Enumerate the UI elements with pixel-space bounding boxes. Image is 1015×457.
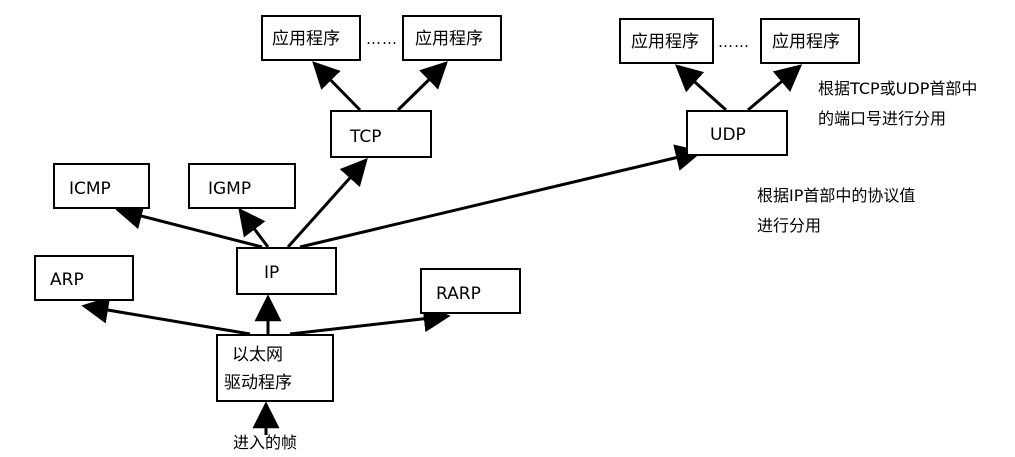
edge-udp-to-app4 (747, 64, 803, 112)
node-ethernet-driver-line1: 以太网 (232, 345, 283, 365)
edge-tcp-to-app2 (396, 61, 448, 112)
node-igmp: IGMP (188, 163, 296, 209)
ellipsis-left: …… (366, 30, 398, 48)
incoming-frame-label: 进入的帧 (233, 433, 298, 452)
node-arp-label: ARP (50, 270, 84, 290)
edge-ip-to-icmp (115, 202, 263, 249)
node-ip: IP (236, 247, 337, 295)
port-demux-note-line2: 的端口号进行分用 (818, 109, 947, 128)
edge-driver-to-arp (81, 296, 251, 336)
node-arp: ARP (34, 255, 134, 301)
node-app-3: 应用程序 (619, 18, 714, 64)
node-ethernet-driver-line2: 驱动程序 (224, 373, 292, 393)
node-udp-label: UDP (710, 125, 746, 145)
node-app-1: 应用程序 (261, 15, 361, 61)
node-tcp-label: TCP (350, 127, 382, 147)
node-udp: UDP (686, 110, 788, 156)
node-ip-label: IP (264, 263, 280, 283)
protocol-demux-note-line1: 根据IP首部中的协议值 (757, 186, 916, 205)
node-igmp-label: IGMP (208, 179, 252, 199)
node-app-1-label: 应用程序 (272, 29, 340, 49)
node-ethernet-driver: 以太网 驱动程序 (216, 334, 334, 402)
node-tcp: TCP (330, 110, 432, 158)
edge-driver-to-rarp (289, 305, 451, 336)
node-app-4-label: 应用程序 (772, 32, 840, 52)
node-app-2: 应用程序 (402, 15, 502, 61)
protocol-demux-note-line2: 进行分用 (757, 216, 822, 235)
edge-ip-to-igmp (238, 207, 270, 248)
edge-tcp-to-app1 (312, 61, 362, 112)
ellipsis-right: …… (718, 33, 750, 51)
edge-ip-to-tcp (286, 157, 368, 249)
node-icmp: ICMP (53, 163, 150, 209)
node-rarp: RARP (420, 268, 521, 314)
node-app-2-label: 应用程序 (415, 29, 483, 49)
node-icmp-label: ICMP (69, 179, 111, 199)
node-app-4: 应用程序 (760, 18, 860, 64)
port-demux-note-line1: 根据TCP或UDP首部中 (818, 79, 978, 98)
edge-udp-to-app3 (674, 64, 728, 112)
node-rarp-label: RARP (436, 284, 481, 304)
node-app-3-label: 应用程序 (631, 32, 699, 52)
edge-ip-to-udp (299, 144, 703, 249)
